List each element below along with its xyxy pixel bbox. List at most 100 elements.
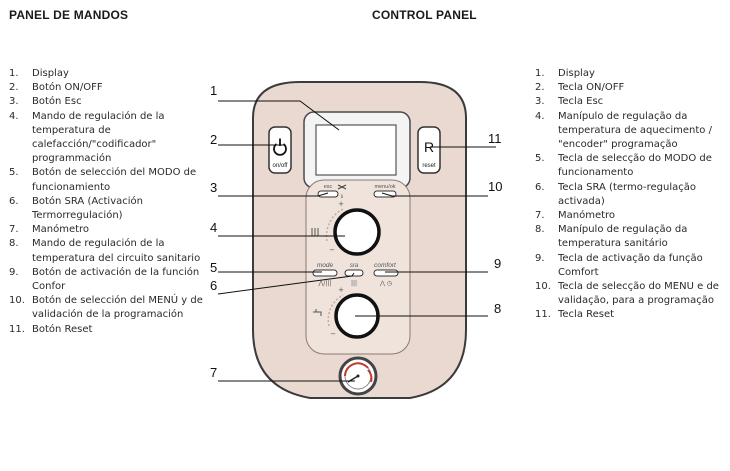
callout-6: 6 [210,278,217,293]
legend-pt-item: 9. Tecla de activação da função Comfort [535,252,720,280]
reset-letter: R [424,139,434,155]
legend-es-item-number: 5. [9,167,19,179]
display-screen [315,124,397,176]
callout-5: 5 [210,260,217,275]
leader-3 [218,192,329,197]
onoff-label: on/off [273,163,288,169]
reset-label: reset [422,163,436,169]
tap-icon [313,309,322,316]
legend-es-item-text: Botón de activación de la función Confor [32,266,200,293]
heating-plus: + [338,200,344,208]
legend-es-item-text: Mando de regulación de la temperatura de… [32,238,201,264]
dhw-plus: + [338,286,344,294]
legend-pt-item-text: Manípulo de regulação da temperatura de … [558,110,712,151]
callout-10: 10 [488,179,502,194]
legend-pt-item: 8. Manípulo de regulação da temperatura s… [535,223,720,251]
legend-es-item-number: 11. [9,323,25,335]
callout-8: 8 [494,301,501,316]
legend-es-item-text: Manómetro [32,224,90,236]
legend-pt-item-number: 7. [535,210,545,222]
legend-pt-item-number: 1. [535,68,545,79]
leader-10 [381,192,488,197]
legend-es-item: 10. Botón de selección del MENÚ y de vali… [9,294,204,322]
legend-pt-item-text: Tecla Reset [558,309,615,321]
legend-pt-item: 3. Tecla Esc [535,95,720,109]
leader-lines [217,100,496,382]
legend-pt-item-text: Manómetro [558,210,616,222]
callout-7: 7 [210,365,217,380]
legend-pt-item: 1. Display [535,67,720,81]
legend-es-item-text: Botón ON/OFF [32,82,103,94]
reset-button[interactable]: R reset [417,126,441,174]
leader-1 [218,100,340,131]
legend-pt-item-number: 5. [535,153,545,165]
scissors-icon [337,184,347,190]
pressure-gauge-icon [338,356,378,396]
sra-label: sra [350,263,359,269]
control-column [305,179,411,355]
legend-es-item-number: 3. [9,96,19,108]
legend-pt-item-text: Manípulo de regulação da temperatura san… [558,224,688,250]
legend-pt-item-text: Tecla Esc [558,96,604,108]
legend-es-item: 8. Mando de regulación de la temperatura … [9,237,204,265]
onoff-button[interactable]: on/off [268,126,292,174]
heating-knob[interactable] [333,208,381,256]
legend-es-item-text: Display [32,68,69,79]
legend-pt-item-number: 4. [535,110,545,122]
legend-pt-item-text: Display [558,68,595,79]
legend-es-item-number: 10. [9,295,25,307]
legend-pt-item: 7. Manómetro [535,209,720,223]
legend-es-item-number: 1. [9,68,19,79]
legend-es-item-text: Mando de regulación de la temperatura de… [32,110,165,165]
legend-es-item-number: 8. [9,238,19,250]
esc-label: esc [324,184,333,190]
mode-button[interactable] [312,269,338,277]
legend-pt-item: 11.Tecla Reset [535,308,720,322]
callout-9: 9 [494,256,501,271]
callout-4: 4 [210,220,217,235]
comfort-button[interactable] [373,269,399,277]
comfort-icons: ⋀ ◷ [379,280,392,287]
callout-11: 11 [488,131,502,146]
info-sign: ℹ [340,194,343,200]
legend-pt-item: 10. Tecla de selecção do MENU e de valida… [535,280,720,308]
dhw-minus: − [330,330,336,338]
legend-pt-item-text: Tecla ON/OFF [558,82,625,94]
legend-pt-item-number: 8. [535,224,545,236]
legend-es-item: 3.Botón Esc [9,95,204,109]
legend-pt-item-text: Tecla SRA (termo-regulação activada) [558,181,696,207]
legend-pt-item: 5. Tecla de selecção do MODO de funcionam… [535,152,720,180]
legend-pt-item: 2.Tecla ON/OFF [535,81,720,95]
legend-es-item-number: 7. [9,224,19,236]
legend-es-item-number: 4. [9,110,19,122]
heading-panel-de-mandos: PANEL DE MANDOS [9,8,129,22]
legend-pt-item-text: Tecla de selecção do MODO de funcionamen… [558,153,712,179]
legend-es-item-text: Botón SRA (Activación Termorregulación) [32,195,143,222]
callout-1: 1 [210,83,217,98]
heading-control-panel: CONTROL PANEL [372,8,477,22]
legend-es-item-number: 2. [9,82,19,94]
legend-es-item-number: 6. [9,195,19,207]
legend-es-item-text: Botón de selección del MENÚ y de validac… [32,295,203,321]
leader-6 [217,272,355,295]
legend-es-item-number: 9. [9,266,19,278]
legend-pt-item-text: Tecla de selecção do MENU e de validação… [558,281,719,307]
menu-label: menu/ok [374,184,395,190]
heating-minus: − [329,246,335,254]
legend-pt-item: 6.Tecla SRA (termo-regulação activada) [535,181,720,209]
legend-pt-item-number: 10. [535,281,551,293]
radiator-icon [311,228,319,236]
legend-pt-item-number: 9. [535,252,545,264]
dhw-scale-arc [327,294,344,327]
legend-es-item: 9. Botón de activación de la función Conf… [9,266,204,294]
sra-icon: ||| [351,280,357,287]
legend-es-item: 2. Botón ON/OFF [9,81,204,95]
legend-pt-item-text: Tecla de activação da função Comfort [558,252,703,278]
legend-pt-item: 4. Manípulo de regulação da temperatura d… [535,110,720,153]
mode-label: mode [317,262,334,269]
esc-button[interactable] [317,190,339,198]
legend-pt-item-number: 3. [535,96,545,108]
legend-es-item-text: Botón de selección del MODO de funcionam… [32,167,197,193]
